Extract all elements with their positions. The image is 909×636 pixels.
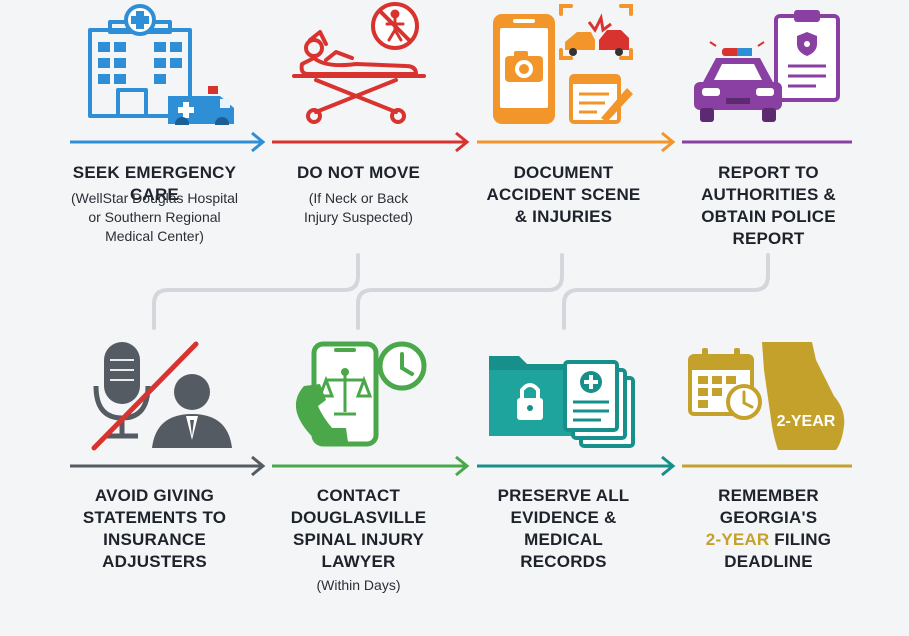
phone-scales-clock-icon [295, 341, 427, 447]
no-microphone-adjuster-icon [91, 341, 232, 451]
arrow-step-6 [272, 455, 470, 477]
arrow-step-5 [70, 455, 266, 477]
calendar-georgia-map-icon: 2-YEAR [688, 342, 845, 450]
step-title: REPORT TO AUTHORITIES & OBTAIN POLICE RE… [701, 163, 836, 248]
step-title: PRESERVE ALL EVIDENCE & MEDICAL RECORDS [497, 486, 630, 571]
row-links [152, 253, 770, 330]
arrow-step-2 [272, 131, 470, 153]
step-title: REMEMBER GEORGIA'S 2-YEAR FILING DEADLIN… [705, 486, 832, 571]
step-subtitle: (Within Days) [316, 577, 401, 593]
step-subtitle: (WellStar Douglas Hospital or Southern R… [70, 190, 239, 244]
step-title: DOCUMENT ACCIDENT SCENE & INJURIES [486, 163, 641, 226]
folder-lock-records-icon [489, 356, 635, 448]
badge-text: 2-YEAR [777, 413, 836, 430]
arrow-step-7 [477, 455, 676, 477]
step-title: SEEK EMERGENCY CARE [72, 163, 237, 204]
step-title: DO NOT MOVE [296, 163, 421, 182]
arrow-step-3 [477, 131, 676, 153]
step-subtitle: (If Neck or Back Injury Suspected) [304, 190, 413, 225]
police-car-report-icon [694, 10, 840, 122]
stretcher-no-move-icon [292, 2, 426, 124]
deadline-highlight: 2-YEAR [705, 530, 770, 549]
phone-camera-crash-icon [493, 4, 633, 124]
step-title: CONTACT DOUGLASVILLE SPINAL INJURY LAWYE… [290, 486, 427, 571]
hospital-ambulance-icon [88, 4, 234, 125]
step-title: AVOID GIVING STATEMENTS TO INSURANCE ADJ… [82, 486, 227, 571]
arrow-step-1 [70, 131, 266, 153]
